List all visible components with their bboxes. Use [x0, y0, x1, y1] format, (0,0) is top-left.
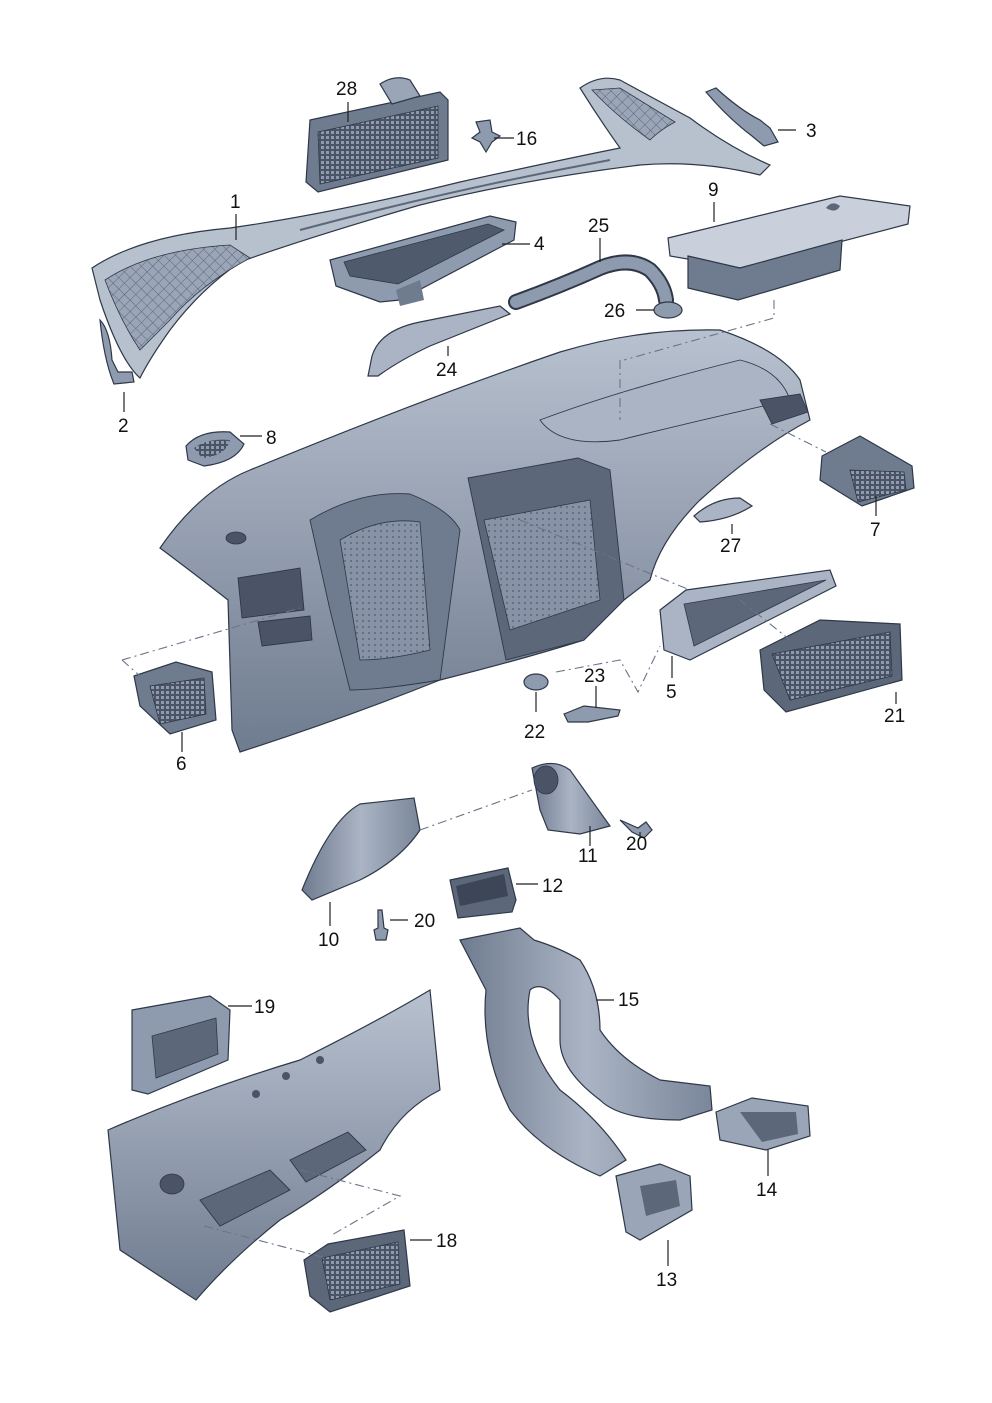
bulkhead-panel [107, 988, 441, 1301]
part-27-trim-ring [693, 497, 754, 523]
part-16-clip [470, 119, 502, 154]
part-24-trim-strip [367, 305, 512, 377]
part-4-vent-housing [329, 215, 517, 306]
part-8-round-vent [185, 431, 245, 467]
part-19-cover [131, 995, 231, 1095]
callout-8: 8 [266, 428, 277, 449]
callout-14: 14 [756, 1180, 778, 1201]
assembly-lines [121, 300, 827, 1259]
part-28-defroster-grille [305, 77, 449, 193]
part-9-passenger-module [667, 195, 911, 301]
callout-23: 23 [584, 666, 605, 687]
part-7-right-vent [819, 435, 915, 507]
part-2-bracket [99, 318, 135, 385]
part-23-switch [563, 705, 621, 723]
callout-4: 4 [534, 234, 545, 255]
callout-2: 2 [118, 416, 129, 437]
callout-16: 16 [516, 129, 537, 150]
callout-24: 24 [436, 360, 458, 381]
callout-15: 15 [618, 990, 639, 1011]
part-25-hose [508, 254, 674, 310]
leader-lines [123, 102, 897, 1266]
callout-13: 13 [656, 1270, 677, 1291]
part-3-clip [705, 87, 779, 147]
callout-1: 1 [230, 192, 241, 213]
callout-9: 9 [708, 180, 719, 201]
callout-6: 6 [176, 754, 187, 775]
callout-25: 25 [588, 216, 609, 237]
part-13-outlet [615, 1163, 693, 1241]
part-26-grommet [653, 301, 683, 319]
callout-20-upper: 20 [626, 834, 647, 855]
callout-21: 21 [884, 706, 905, 727]
callout-10: 10 [318, 930, 339, 951]
callout-3: 3 [806, 121, 817, 142]
part-5-vent-frame [659, 569, 837, 661]
main-dashboard [159, 329, 811, 753]
part-22-knob [523, 673, 549, 691]
callout-22: 22 [524, 722, 545, 743]
callout-7: 7 [870, 520, 881, 541]
callout-19: 19 [254, 997, 275, 1018]
callout-28: 28 [336, 79, 357, 100]
part-11-right-duct [531, 762, 611, 835]
part-1-dash-top-cover [91, 77, 772, 379]
callout-20-lower: 20 [414, 911, 435, 932]
callout-11: 11 [578, 846, 598, 867]
part-12-connector [449, 867, 517, 919]
part-20-screw-lower [373, 909, 389, 941]
callout-labels: 28 16 3 1 9 25 4 26 24 2 8 7 27 23 5 21 … [118, 79, 905, 1291]
part-10-left-duct [301, 797, 421, 901]
callout-26: 26 [604, 301, 625, 322]
part-20-screw-upper [619, 819, 653, 839]
part-6-left-vent [133, 661, 217, 735]
callout-18: 18 [436, 1231, 457, 1252]
part-14-outlet [715, 1097, 811, 1151]
part-15-floor-duct [459, 927, 713, 1177]
part-18-lower-vent [303, 1229, 411, 1313]
part-21-center-vent [759, 619, 903, 713]
callout-27: 27 [720, 536, 741, 557]
callout-12: 12 [542, 876, 563, 897]
callout-5: 5 [666, 682, 677, 703]
